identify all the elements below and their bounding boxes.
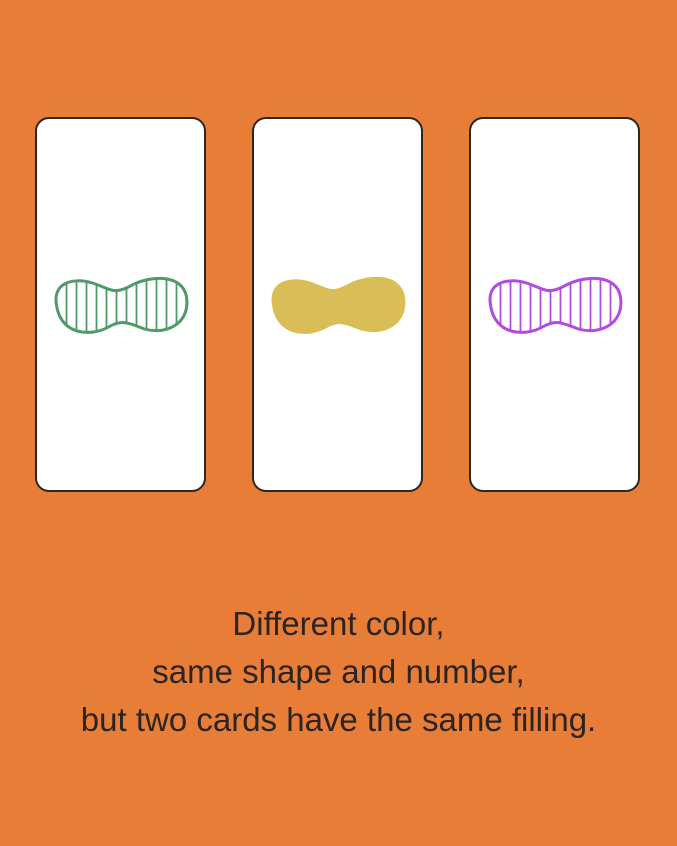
card-1[interactable] (35, 117, 206, 492)
caption-line-3: but two cards have the same filling. (80, 701, 597, 738)
caption-line-2: same shape and number, (152, 653, 525, 690)
rule-explanation: Different color, same shape and number, … (0, 600, 677, 744)
squiggle-solid-yellow-icon (270, 276, 405, 334)
card-3[interactable] (469, 117, 640, 492)
squiggle-striped-green-icon (53, 276, 188, 334)
card-2[interactable] (252, 117, 423, 492)
squiggle-striped-purple-icon (487, 276, 622, 334)
caption-line-1: Different color, (232, 605, 445, 642)
